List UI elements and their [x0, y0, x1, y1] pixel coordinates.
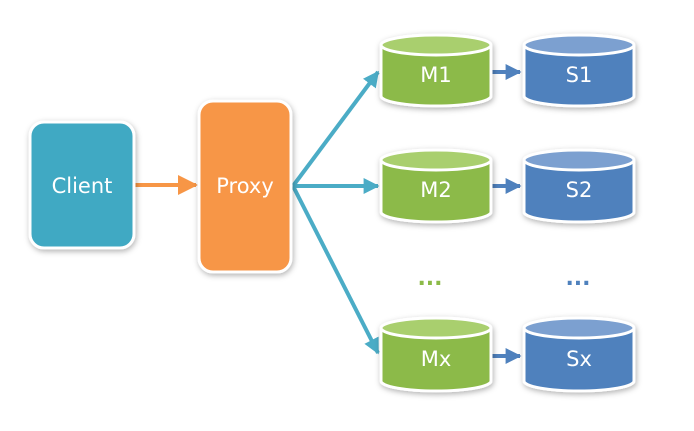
slave-label-s1: S1: [566, 63, 593, 87]
slave-node-s1: S1: [522, 33, 636, 108]
client-node: Client: [28, 120, 136, 250]
master-ellipsis: ...: [417, 266, 442, 291]
edge-proxy-mx: [291, 185, 380, 355]
slave-label-s2: S2: [566, 178, 593, 202]
slave-ellipsis: ...: [565, 266, 590, 291]
master-label-m1: M1: [420, 63, 451, 87]
master-node-m2: M2: [379, 148, 493, 224]
slave-label-sx: Sx: [566, 347, 592, 371]
edge-proxy-m1: [291, 70, 380, 188]
slave-node-sx: Sx: [522, 316, 636, 393]
master-node-mx: Mx: [379, 316, 493, 393]
master-label-mx: Mx: [421, 347, 452, 371]
proxy-node: Proxy: [197, 99, 293, 274]
slave-node-s2: S2: [522, 148, 636, 224]
master-label-m2: M2: [420, 178, 451, 202]
proxy-label: Proxy: [216, 174, 274, 198]
master-node-m1: M1: [379, 33, 493, 108]
client-label: Client: [52, 174, 113, 198]
